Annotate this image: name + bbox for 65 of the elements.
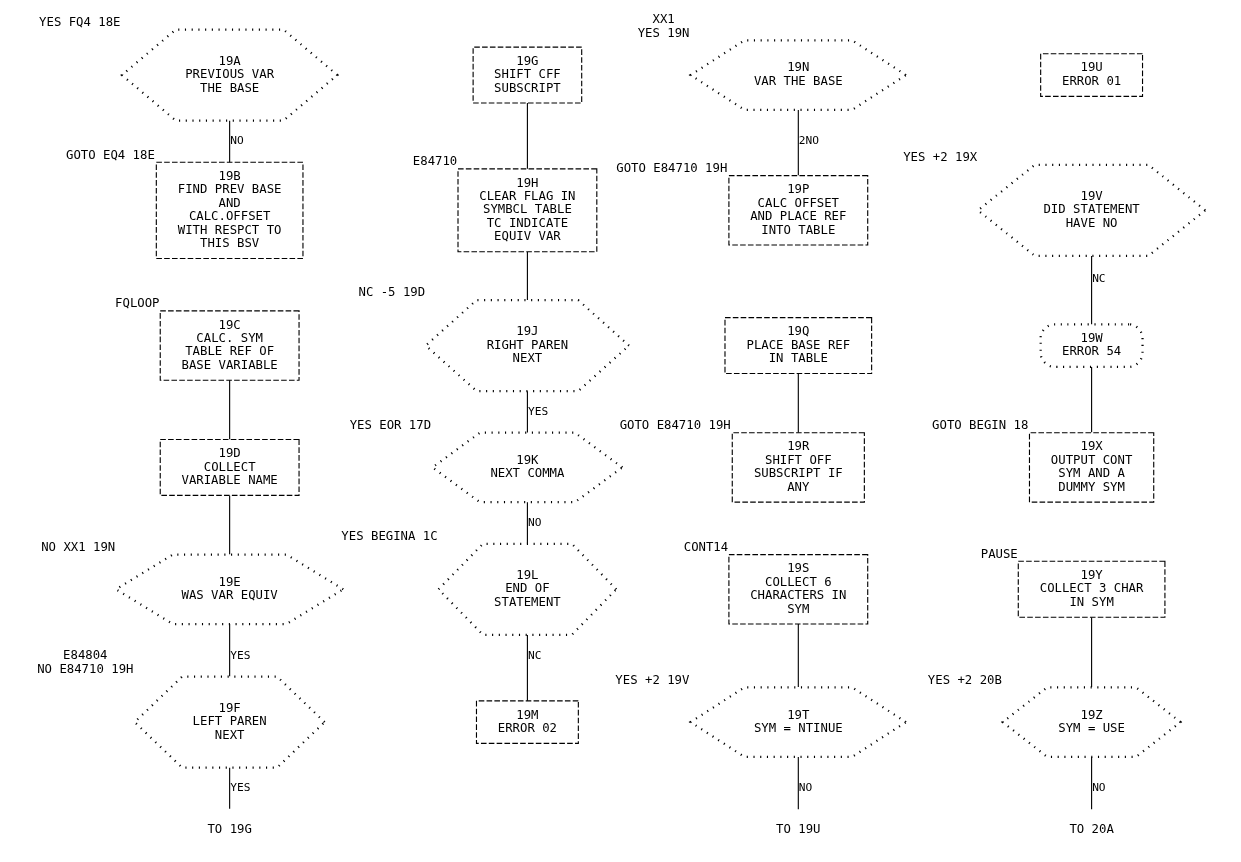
node-label: FQLOOP — [115, 295, 160, 310]
node-label: YES BEGINA 1C — [341, 528, 438, 543]
node-text: TO 20A — [1069, 821, 1114, 836]
edge-label: YES — [527, 404, 549, 418]
node-label: GOTO E84710 19H — [616, 160, 728, 175]
edge-label: NO — [798, 780, 813, 794]
node-label: E84804 — [63, 647, 108, 662]
node-box: 19C CALC. SYM TABLE REF OF BASE VARIABLE — [159, 309, 300, 381]
edge-label: NO — [1092, 780, 1106, 794]
connector — [1091, 616, 1093, 688]
connector — [526, 501, 528, 544]
edge-label: NO — [230, 133, 244, 147]
node-box: 19D COLLECT VARIABLE NAME — [159, 438, 300, 496]
connector — [229, 766, 231, 809]
node-label: GOTO E84710 19H — [619, 417, 731, 432]
node-box: 19U ERROR 01 — [1040, 52, 1144, 97]
node-label: YES +2 19V — [615, 672, 690, 687]
node-label: GOTO BEGIN 18 — [932, 417, 1029, 432]
node-box: 19S COLLECT 6 CHARACTERS IN SYM — [728, 553, 869, 625]
connector — [526, 390, 528, 433]
node-label: E84710 — [412, 153, 458, 168]
node-label: YES EOR 17D — [349, 417, 432, 432]
connector — [1091, 365, 1093, 433]
edge-label: NO — [527, 515, 542, 529]
node-box: 19B FIND PREV BASE AND CALC.OFFSET WITH RESPCT TO THIS BSV — [155, 161, 304, 259]
node-box: 19M ERROR 02 — [475, 699, 579, 744]
node-box: 19Y COLLECT 3 CHAR IN SYM — [1017, 560, 1166, 618]
connector — [229, 379, 231, 440]
node-box: 19X OUTPUT CONT SYM AND A DUMMY SYM — [1028, 431, 1155, 503]
node-label: CONT14 — [683, 539, 729, 554]
node-label: NC -5 19D — [358, 284, 426, 299]
node-text: TO 19U — [776, 821, 821, 836]
node-label: GOTO EQ4 18E — [66, 147, 155, 162]
connector — [229, 494, 231, 555]
node-box: 19H CLEAR FLAG IN SYMBCL TABLE TC INDICATE EQUIV VAR — [457, 167, 598, 252]
node-label: NO XX1 19N — [41, 539, 116, 554]
node-box: 19Q PLACE BASE REF IN TABLE — [724, 316, 873, 374]
node-box: 19R SHIFT OFF SUBSCRIPT IF ANY — [731, 431, 865, 503]
connector — [797, 372, 799, 433]
connector — [1091, 756, 1093, 810]
edge-label: 2NO — [798, 133, 820, 147]
node-label: NO E84710 19H — [37, 661, 134, 676]
edge-label: YES — [230, 647, 251, 661]
connector — [526, 633, 528, 701]
edge-label: YES — [230, 780, 251, 794]
node-box: 19G SHIFT CFF SUBSCRIPT — [472, 46, 583, 104]
node-label: YES +2 19X — [903, 149, 978, 164]
node-box: 19P CALC OFFSET AND PLACE REF INTO TABLE — [728, 174, 869, 246]
connector — [797, 623, 799, 688]
connector — [526, 102, 528, 169]
connector — [1091, 255, 1093, 325]
connector — [797, 756, 799, 810]
node-label: YES FQ4 18E — [39, 14, 121, 29]
node-box: 19W ERROR 54 — [1039, 322, 1144, 368]
connector — [229, 119, 231, 163]
connector — [526, 251, 528, 300]
node-text: TO 19G — [207, 821, 252, 836]
node-label: YES +2 20B — [927, 672, 1002, 687]
connector — [797, 109, 799, 176]
edge-label: NC — [527, 647, 542, 661]
connector — [229, 623, 231, 677]
edge-label: NC — [1092, 271, 1106, 285]
node-label: YES 19N — [637, 25, 690, 40]
node-label: PAUSE — [980, 546, 1018, 561]
node-label: XX1 — [652, 11, 675, 26]
